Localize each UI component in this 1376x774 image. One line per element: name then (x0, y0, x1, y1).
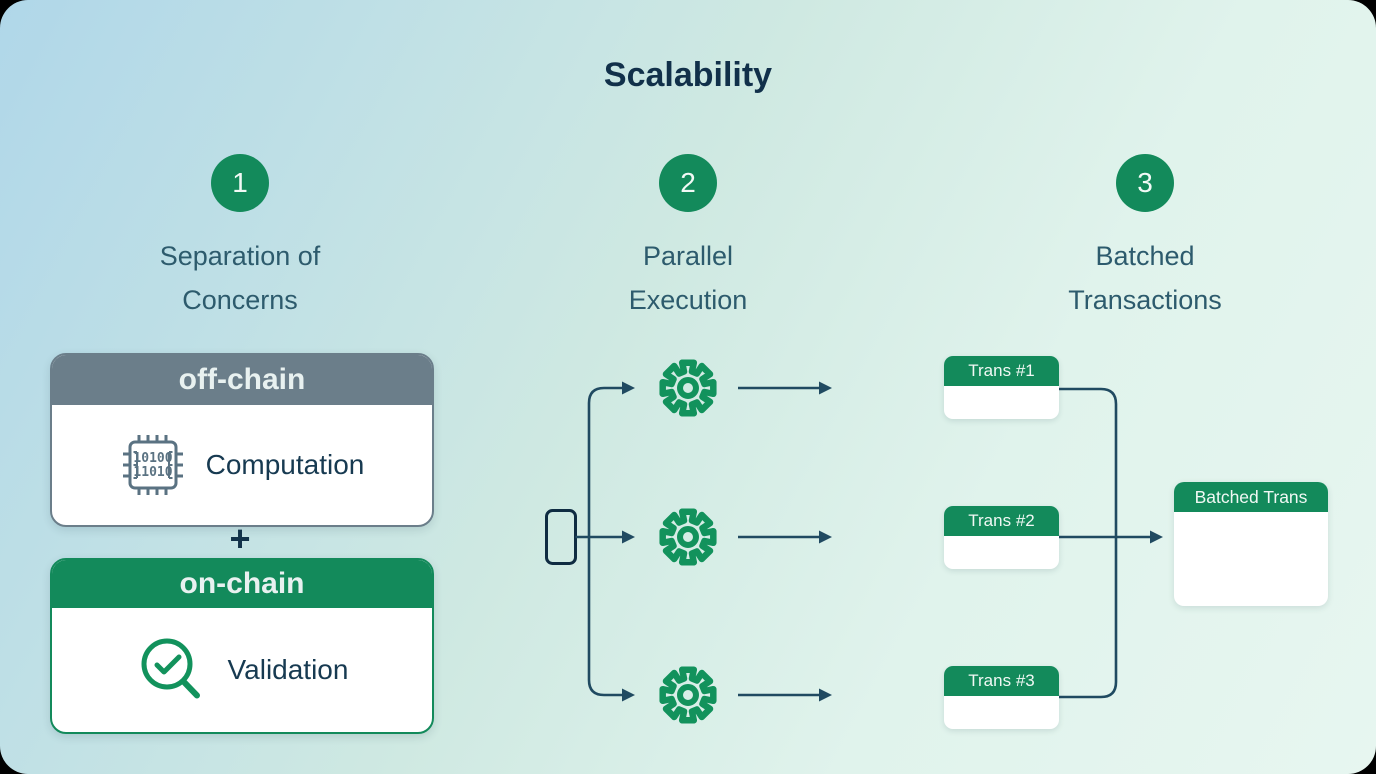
on-chain-header: on-chain (52, 560, 432, 608)
on-chain-card: on-chain Validation (50, 558, 434, 734)
chip-binary-line-1: 10100 (133, 451, 172, 466)
step-number-badge: 3 (1116, 154, 1174, 212)
page-title: Scalability (603, 56, 773, 94)
off-chain-card: off-chain 10100 11010 Computation (50, 353, 434, 527)
validation-label: Validation (227, 654, 349, 685)
on-chain-body: Validation (52, 608, 432, 732)
step-number-badge: 2 (659, 154, 717, 212)
chip-icon: 10100 11010 (122, 435, 183, 495)
step-number-badge: 1 (211, 154, 269, 212)
trans-card-3: Trans #3 (944, 666, 1059, 729)
step-column-1: 1 Separation of Concerns (90, 154, 390, 322)
trans-card-2: Trans #2 (944, 506, 1059, 569)
step-label: Batched Transactions (1068, 241, 1222, 315)
batched-trans-card: Batched Trans (1174, 482, 1328, 606)
batched-card-header: Batched Trans (1174, 482, 1328, 512)
step-label: Parallel Execution (628, 241, 748, 315)
step-column-2: 2 Parallel Execution (538, 154, 838, 322)
off-chain-header: off-chain (52, 355, 432, 405)
step-column-3: 3 Batched Transactions (995, 154, 1295, 322)
trans-card-header: Trans #3 (944, 666, 1059, 696)
step-label: Separation of Concerns (159, 241, 321, 315)
off-chain-body: 10100 11010 Computation (52, 405, 432, 525)
trans-card-header: Trans #1 (944, 356, 1059, 386)
trans-card-header: Trans #2 (944, 506, 1059, 536)
computation-label: Computation (205, 449, 365, 480)
magnifier-check-icon (141, 638, 200, 699)
trans-card-1: Trans #1 (944, 356, 1059, 419)
chip-binary-line-2: 11010 (133, 465, 172, 480)
plus-sign: + (229, 518, 251, 559)
